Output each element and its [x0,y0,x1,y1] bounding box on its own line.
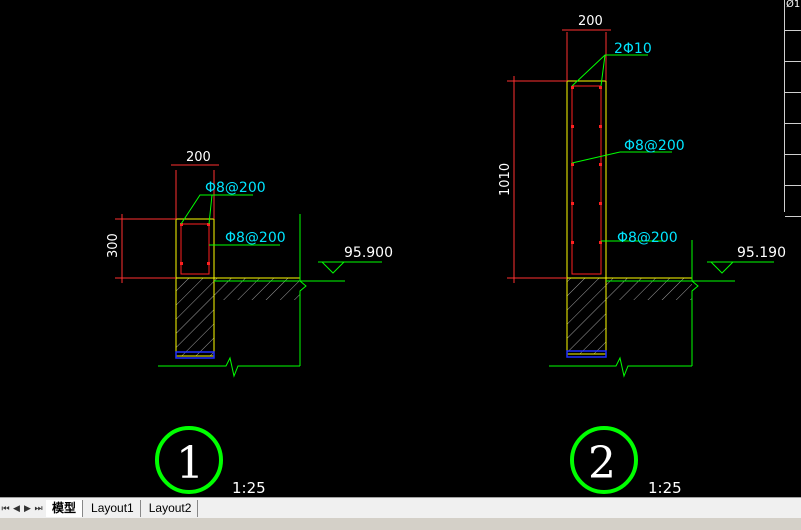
table-cell [785,62,801,93]
note-mid-2: Φ8@200 [624,138,685,154]
foundation-hatch-2 [567,278,606,354]
table-cell [785,31,801,62]
detail-number-2: 2 [588,438,616,489]
foundation-hatch-1 [176,278,214,356]
table-cell [785,186,801,217]
rebar-points-1 [180,223,210,265]
layout-tab-bar: ⏮ ◀ ▶ ⏭ 模型 Layout1 Layout2 [0,497,801,518]
elevation-marker-2 [707,261,774,274]
ground-lines-1 [158,214,345,378]
note-side-1: Φ8@200 [225,230,286,246]
rebar-cage-2 [571,85,602,275]
width-dim-2: 200 [578,14,603,29]
elevation-1: 95.900 [344,245,393,261]
wall-outline-1 [175,218,215,357]
dimensions-2 [507,29,611,283]
table-cell [785,155,801,186]
table-cell [785,0,801,31]
first-tab-button[interactable]: ⏮ [1,502,10,513]
elevation-2: 95.190 [737,245,786,261]
tab-model[interactable]: 模型 [46,499,84,517]
scale-2: 1:25 [648,479,682,497]
ground-lines-2 [549,240,735,378]
ground-hatch-2 [606,278,692,300]
drawing-canvas[interactable]: 200 300 Φ8@200 Φ8@200 95.900 1 1:25 [0,0,801,497]
detail-circle-1 [155,426,223,494]
height-dim-1: 300 [106,233,121,258]
note-top-1: Φ8@200 [205,180,266,196]
rebar-points-2 [571,86,602,244]
title-block-table [784,0,801,217]
base-pad-1 [175,351,215,359]
leaders-2 [571,54,672,242]
height-dim-2: 1010 [498,163,513,196]
note-top-2: 2Φ10 [614,41,652,57]
dimensions-1 [115,164,219,283]
prev-tab-button[interactable]: ◀ [13,502,20,513]
last-tab-button[interactable]: ⏭ [34,502,43,513]
leaders-1 [180,194,280,246]
scale-1: 1:25 [232,479,266,497]
detail-circle-2 [570,426,638,494]
next-tab-button[interactable]: ▶ [24,502,31,513]
table-header: Ø1 [786,0,801,10]
note-side-2: Φ8@200 [617,230,678,246]
ground-hatch-1 [214,278,300,300]
width-dim-1: 200 [186,150,211,165]
table-cell [785,124,801,155]
table-cell [785,93,801,124]
status-bar [0,518,801,530]
detail-number-1: 1 [176,438,204,489]
tab-layout1[interactable]: Layout1 [85,499,141,517]
base-pad-2 [566,350,607,358]
rebar-cage-1 [180,223,210,275]
detail-2: 200 1010 2Φ10 Φ8@200 Φ8@200 95.190 2 1:2… [498,14,786,497]
wall-outline-2 [566,80,607,355]
detail-1: 200 300 Φ8@200 Φ8@200 95.900 1 1:25 [106,150,393,497]
tab-layout2[interactable]: Layout2 [143,499,199,517]
cad-drawing[interactable]: 200 300 Φ8@200 Φ8@200 95.900 1 1:25 [0,0,801,497]
elevation-marker-1 [318,261,382,274]
